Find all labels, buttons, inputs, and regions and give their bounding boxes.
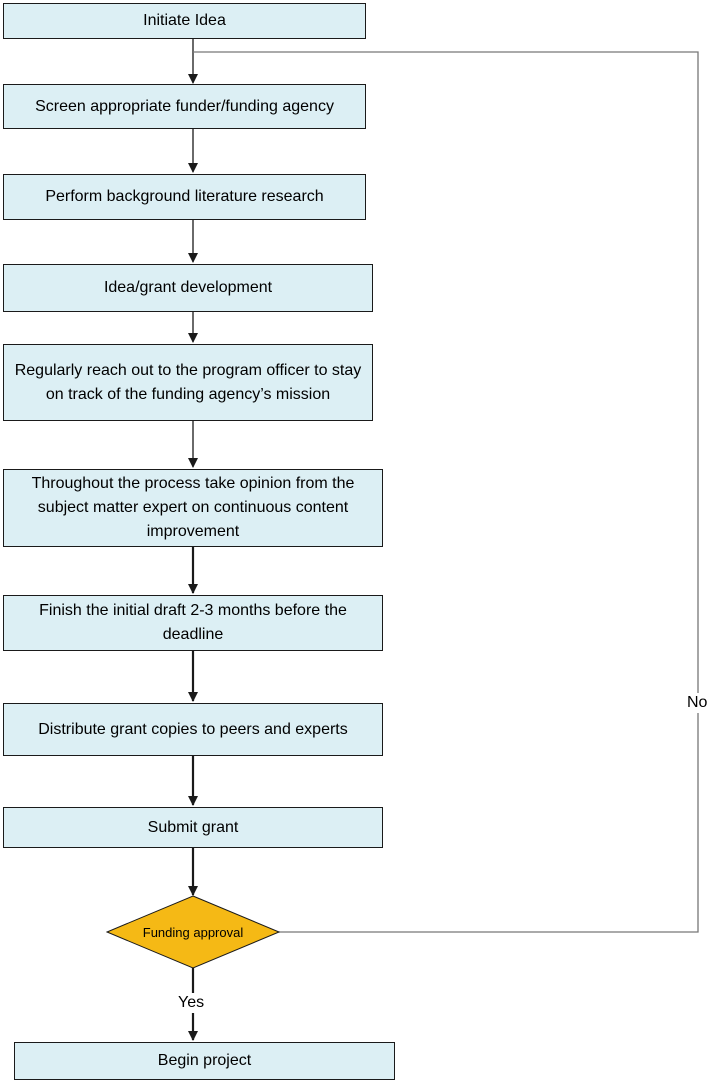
yes-label: Yes [178, 993, 205, 1013]
decision-label: Funding approval [142, 924, 244, 940]
step-submit-grant: Submit grant [3, 807, 383, 848]
step-screen-funder: Screen appropriate funder/funding agency [3, 84, 366, 129]
step-initial-draft: Finish the initial draft 2-3 months befo… [3, 595, 383, 651]
step-initiate-idea: Initiate Idea [3, 3, 366, 39]
no-label: No [686, 693, 709, 713]
step-idea-development: Idea/grant development [3, 264, 373, 312]
step-subject-expert: Throughout the process take opinion from… [3, 469, 383, 547]
end-begin-project: Begin project [14, 1042, 395, 1080]
decision-funding-approval [106, 895, 280, 969]
step-distribute-copies: Distribute grant copies to peers and exp… [3, 703, 383, 756]
step-program-officer: Regularly reach out to the program offic… [3, 344, 373, 421]
arrow-decision-no-loop [193, 51, 699, 933]
step-literature-research: Perform background literature research [3, 174, 366, 220]
